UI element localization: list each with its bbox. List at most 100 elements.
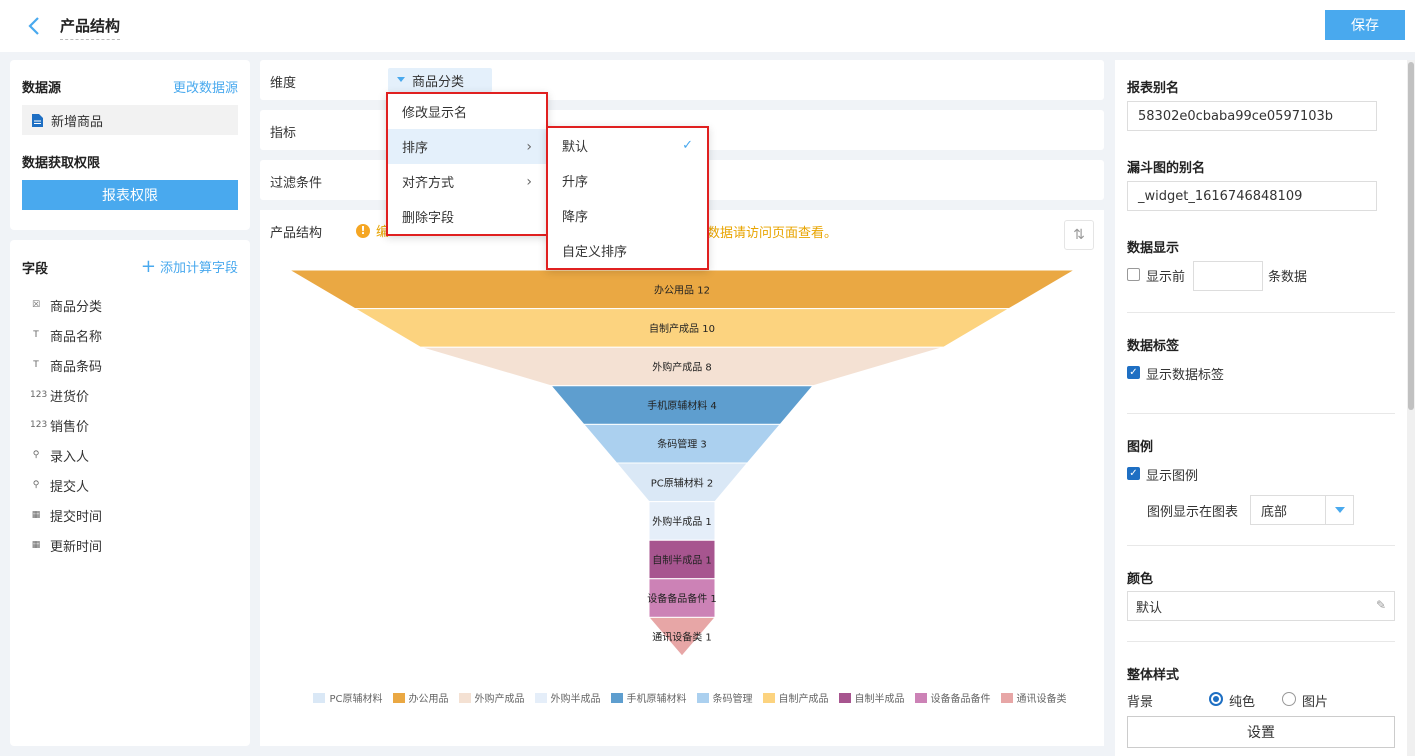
show-first-checkbox[interactable] xyxy=(1127,268,1140,281)
field-name: 进货价 xyxy=(50,389,90,405)
funnel-segment[interactable] xyxy=(648,539,716,580)
show-legend-text: 显示图例 xyxy=(1146,469,1199,484)
show-legend-checkbox[interactable]: ✓ xyxy=(1127,467,1140,480)
field-type-icon: 123 xyxy=(30,420,48,430)
rows-suffix-label: 条数据 xyxy=(1268,270,1308,285)
sort-descending[interactable]: 降序 xyxy=(548,198,707,233)
menu-item-delete[interactable]: 删除字段 xyxy=(388,199,546,234)
field-name: 商品名称 xyxy=(50,329,103,345)
legend-label: 图例 xyxy=(1127,440,1154,455)
change-datasource-link[interactable]: 更改数据源 xyxy=(172,81,238,96)
funnel-segment[interactable] xyxy=(582,423,782,464)
legend-swatch xyxy=(392,692,405,703)
data-label-label: 数据标签 xyxy=(1127,339,1180,354)
dimension-tag[interactable]: 商品分类 xyxy=(388,68,493,92)
field-item[interactable]: ⚲提交人 xyxy=(22,470,242,500)
funnel-data-label: 条码管理 3 xyxy=(657,438,707,451)
dimension-label: 维度 xyxy=(270,76,297,91)
menu-item-label: 删除字段 xyxy=(402,211,455,226)
legend-position-select[interactable]: 底部 xyxy=(1250,495,1354,525)
funnel-segment[interactable] xyxy=(420,346,944,387)
edit-icon[interactable]: ✎ xyxy=(1375,598,1386,612)
datasource-item[interactable]: 新增商品 xyxy=(22,105,238,135)
menu-item-rename[interactable]: 修改显示名 xyxy=(388,94,546,129)
sort-default[interactable]: 默认✓ xyxy=(548,128,707,163)
funnel-data-label: 通讯设备类 1 xyxy=(652,631,712,644)
back-arrow-icon[interactable] xyxy=(24,14,46,38)
menu-item-label: 排序 xyxy=(402,141,429,156)
legend-item[interactable]: 自制产成品 xyxy=(762,690,829,705)
legend-label: 外购产成品 xyxy=(474,694,525,705)
sort-custom[interactable]: 自定义排序 xyxy=(548,233,707,268)
funnel-segment[interactable] xyxy=(647,616,717,657)
funnel-alias-input[interactable]: _widget_1616746848109 xyxy=(1127,181,1377,211)
color-value: 默认 xyxy=(1136,600,1163,616)
sort-option-label: 自定义排序 xyxy=(562,245,628,260)
document-icon xyxy=(32,113,43,127)
settings-button[interactable]: 设置 xyxy=(1127,716,1395,748)
plus-icon: + xyxy=(140,255,156,277)
chevron-right-icon: › xyxy=(526,173,532,190)
field-name: 更新时间 xyxy=(50,539,103,555)
field-item[interactable]: ⚲录入人 xyxy=(22,440,242,470)
field-item[interactable]: ▦更新时间 xyxy=(22,530,242,560)
field-type-icon: T xyxy=(33,360,39,370)
legend-swatch xyxy=(914,692,927,703)
row-count-input[interactable] xyxy=(1193,261,1263,291)
background-label: 背景 xyxy=(1127,695,1154,710)
funnel-segment[interactable] xyxy=(353,308,1011,348)
report-alias-input[interactable]: 58302e0cbaba99ce0597103b xyxy=(1127,101,1377,131)
sort-option-label: 默认 xyxy=(562,140,589,155)
permission-label: 数据获取权限 xyxy=(22,156,101,171)
legend-item[interactable]: 条码管理 xyxy=(696,690,753,705)
legend-label: 办公用品 xyxy=(408,694,449,705)
bg-image-radio[interactable] xyxy=(1282,692,1296,706)
bg-solid-radio[interactable] xyxy=(1209,692,1223,706)
add-calc-field-link[interactable]: + 添加计算字段 xyxy=(141,257,238,276)
field-item[interactable]: ▦提交时间 xyxy=(22,500,242,530)
bg-solid-label: 纯色 xyxy=(1229,695,1256,710)
divider xyxy=(1127,545,1395,546)
legend-item[interactable]: PC原辅材料 xyxy=(313,690,383,705)
divider xyxy=(1127,312,1395,313)
funnel-alias-label: 漏斗图的别名 xyxy=(1127,161,1206,176)
menu-item-label: 修改显示名 xyxy=(402,106,468,121)
page-title[interactable]: 产品结构 xyxy=(60,15,121,40)
legend-item[interactable]: 办公用品 xyxy=(392,690,449,705)
field-item[interactable]: ☒商品分类 xyxy=(22,290,242,320)
legend-item[interactable]: 外购产成品 xyxy=(458,690,525,705)
scrollbar-thumb[interactable] xyxy=(1408,62,1414,410)
color-input[interactable]: 默认 ✎ xyxy=(1127,591,1395,621)
legend-label: 自制半成品 xyxy=(854,694,905,705)
show-data-label-checkbox[interactable]: ✓ xyxy=(1127,366,1140,379)
funnel-segment[interactable] xyxy=(287,269,1077,310)
chart-legend: PC原辅材料 办公用品 外购产成品外购半成品手机原辅材料条码管理自制产成品 自制半成品… xyxy=(300,690,1080,705)
menu-item-align[interactable]: 对齐方式 › xyxy=(388,164,546,199)
funnel-segment[interactable] xyxy=(648,501,716,541)
sort-toggle-icon[interactable]: ⇅ xyxy=(1064,220,1094,250)
funnel-segment[interactable] xyxy=(550,385,814,425)
legend-item[interactable]: 外购半成品 xyxy=(534,690,601,705)
legend-swatch xyxy=(458,692,471,703)
field-context-menu: 修改显示名 排序› 对齐方式 › 删除字段 xyxy=(386,92,548,236)
scrollbar[interactable] xyxy=(1407,60,1415,756)
datasource-label: 数据源 xyxy=(22,81,62,96)
legend-item[interactable]: 通讯设备类 xyxy=(1000,690,1067,705)
save-button[interactable]: 保存 xyxy=(1325,10,1405,40)
funnel-segment[interactable] xyxy=(615,462,749,503)
legend-item[interactable]: 自制半成品 xyxy=(838,690,905,705)
color-label: 颜色 xyxy=(1127,572,1154,587)
legend-item[interactable]: 设备备品备件 xyxy=(914,690,991,705)
report-permission-button[interactable]: 报表权限 xyxy=(22,180,238,210)
sort-ascending[interactable]: 升序 xyxy=(548,163,707,198)
legend-item[interactable]: 手机原辅材料 xyxy=(610,690,687,705)
funnel-segment[interactable] xyxy=(648,578,716,618)
menu-item-label: 对齐方式 xyxy=(402,176,455,191)
menu-item-sort[interactable]: 排序› xyxy=(388,129,546,164)
